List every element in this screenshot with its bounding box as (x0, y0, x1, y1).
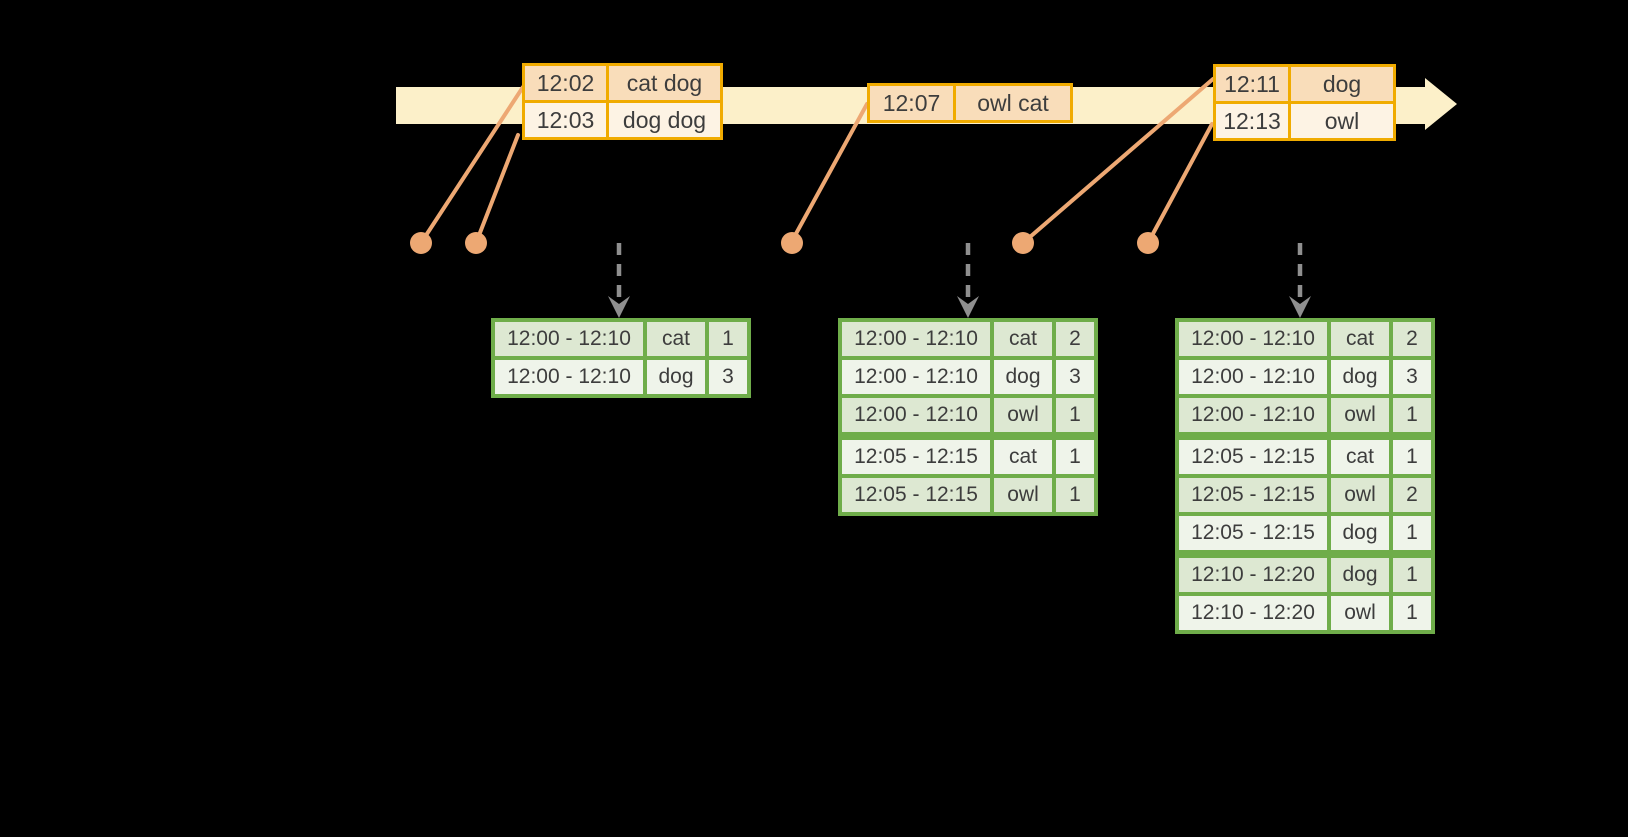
window-cell: 12:05 - 12:15 (842, 440, 990, 474)
event-words-cell: owl (1291, 104, 1393, 138)
window-cell: 12:10 - 12:20 (1179, 558, 1327, 592)
window-cell: 12:05 - 12:15 (842, 478, 990, 512)
event-dot-icon (1012, 232, 1034, 254)
count-cell: 2 (1393, 478, 1431, 512)
event-time-cell: 12:02 (525, 66, 606, 100)
event-dot-icon (465, 232, 487, 254)
count-cell: 3 (709, 360, 747, 394)
count-cell: 1 (1056, 478, 1094, 512)
word-cell: dog (1331, 516, 1389, 550)
word-cell: owl (994, 398, 1052, 432)
count-cell: 1 (1393, 516, 1431, 550)
event-connector-line (790, 102, 869, 243)
count-cell: 1 (1393, 398, 1431, 432)
word-cell: cat (994, 322, 1052, 356)
event-time-cell: 12:11 (1216, 67, 1288, 101)
event-connector-line (1021, 77, 1215, 245)
count-cell: 1 (1393, 440, 1431, 474)
word-cell: dog (1331, 558, 1389, 592)
event-words-cell: dog dog (609, 103, 720, 137)
word-cell: owl (1331, 596, 1389, 630)
trigger-arrowhead-icon (957, 296, 979, 318)
word-cell: dog (1331, 360, 1389, 394)
count-cell: 1 (709, 322, 747, 356)
window-cell: 12:00 - 12:10 (495, 322, 643, 356)
window-cell: 12:00 - 12:10 (1179, 398, 1327, 432)
count-cell: 1 (1056, 398, 1094, 432)
count-cell: 2 (1056, 322, 1094, 356)
event-words-cell: dog (1291, 67, 1393, 101)
word-cell: owl (1331, 398, 1389, 432)
window-cell: 12:00 - 12:10 (1179, 322, 1327, 356)
word-cell: owl (994, 478, 1052, 512)
event-connector-line (1146, 122, 1214, 245)
count-cell: 1 (1393, 558, 1431, 592)
word-cell: dog (994, 360, 1052, 394)
event-connector-line (474, 133, 520, 245)
count-cell: 3 (1056, 360, 1094, 394)
word-cell: cat (994, 440, 1052, 474)
window-cell: 12:00 - 12:10 (842, 360, 990, 394)
count-cell: 1 (1056, 440, 1094, 474)
event-words-cell: cat dog (609, 66, 720, 100)
word-cell: owl (1331, 478, 1389, 512)
word-cell: dog (647, 360, 705, 394)
word-cell: cat (1331, 322, 1389, 356)
window-cell: 12:00 - 12:10 (842, 322, 990, 356)
event-dot-icon (1137, 232, 1159, 254)
window-cell: 12:10 - 12:20 (1179, 596, 1327, 630)
trigger-arrowhead-icon (1289, 296, 1311, 318)
event-time-cell: 12:03 (525, 103, 606, 137)
event-dot-icon (410, 232, 432, 254)
window-cell: 12:00 - 12:10 (1179, 360, 1327, 394)
trigger-arrowhead-icon (608, 296, 630, 318)
window-cell: 12:00 - 12:10 (842, 398, 990, 432)
event-connector-line (419, 85, 525, 245)
word-cell: cat (1331, 440, 1389, 474)
timeline-arrowhead-icon (1425, 78, 1457, 130)
count-cell: 2 (1393, 322, 1431, 356)
window-cell: 12:05 - 12:15 (1179, 478, 1327, 512)
event-words-cell: owl cat (956, 86, 1070, 120)
window-cell: 12:05 - 12:15 (1179, 516, 1327, 550)
event-dot-icon (781, 232, 803, 254)
window-cell: 12:05 - 12:15 (1179, 440, 1327, 474)
word-cell: cat (647, 322, 705, 356)
count-cell: 3 (1393, 360, 1431, 394)
event-time-cell: 12:13 (1216, 104, 1288, 138)
count-cell: 1 (1393, 596, 1431, 630)
window-cell: 12:00 - 12:10 (495, 360, 643, 394)
event-time-cell: 12:07 (870, 86, 953, 120)
